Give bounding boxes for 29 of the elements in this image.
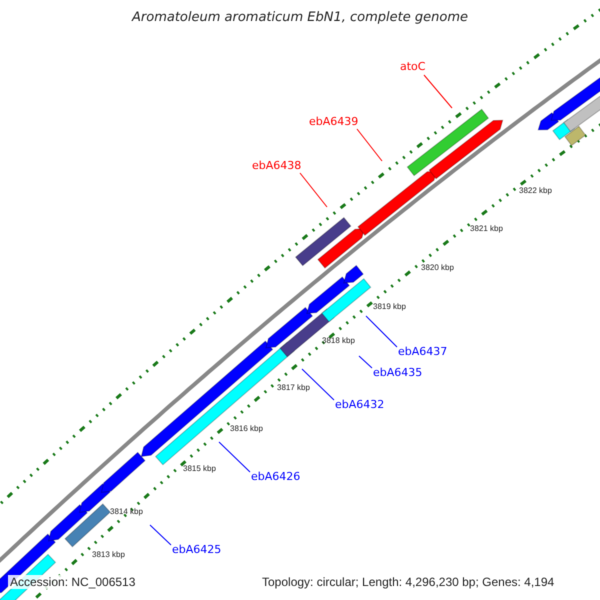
scale-label: 3822 kbp bbox=[519, 187, 552, 195]
leader-line bbox=[356, 128, 382, 162]
gene-label: ebA6426 bbox=[251, 471, 300, 482]
scale-label: 3817 kbp bbox=[277, 384, 310, 392]
leader-line bbox=[366, 316, 398, 348]
scale-label: 3814 kbp bbox=[110, 508, 143, 516]
gene-label: ebA6425 bbox=[172, 544, 222, 555]
accession-text: Accession: NC_006513 bbox=[8, 575, 138, 589]
gene-label: ebA6437 bbox=[398, 346, 448, 357]
scale-label: 3819 kbp bbox=[373, 303, 406, 311]
leader-line bbox=[150, 524, 172, 546]
scale-label: 3813 kbp bbox=[92, 551, 125, 559]
scale-label: 3820 kbp bbox=[421, 264, 454, 272]
scale-label: 3818 kbp bbox=[322, 337, 355, 345]
scale-label: 3815 kbp bbox=[183, 465, 216, 473]
leader-line bbox=[300, 172, 328, 208]
leader-line bbox=[424, 74, 452, 108]
gene-label: ebA6438 bbox=[252, 160, 302, 171]
gene-label: ebA6432 bbox=[335, 399, 384, 410]
leader-line bbox=[358, 356, 372, 368]
gene-label: atoC bbox=[400, 61, 426, 72]
genome-summary-text: Topology: circular; Length: 4,296,230 bp; Genes: 4,194 bbox=[260, 575, 556, 589]
leader-line bbox=[302, 368, 334, 400]
diagram-title: Aromatoleum aromaticum EbN1, complete genome bbox=[132, 10, 468, 25]
scale-label: 3821 kbp bbox=[470, 225, 503, 233]
leader-line bbox=[218, 442, 250, 472]
gene-label: ebA6435 bbox=[373, 367, 422, 378]
gene-label: ebA6439 bbox=[309, 116, 358, 127]
scale-label: 3816 kbp bbox=[230, 425, 263, 433]
